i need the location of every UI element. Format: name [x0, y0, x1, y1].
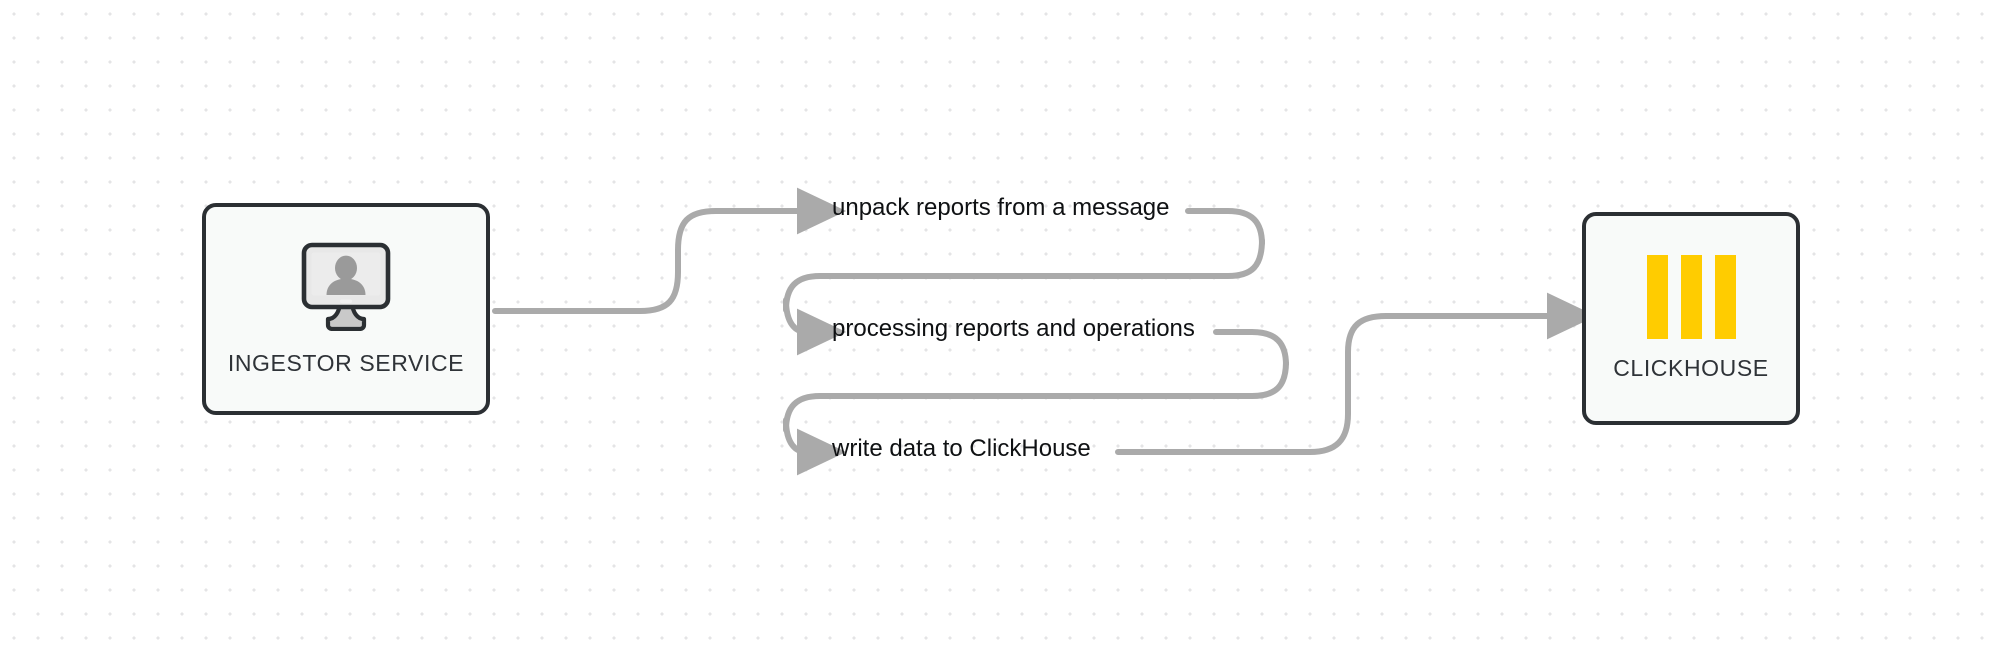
node-label-ingestor-service: INGESTOR SERVICE — [227, 350, 465, 376]
edge-label-write-data: write data to ClickHouse — [832, 435, 1091, 462]
edge-path-ingestor-to-unpack — [492, 187, 847, 314]
node-label-clickhouse: CLICKHOUSE — [1613, 355, 1769, 381]
clickhouse-logo-icon — [1646, 255, 1736, 339]
clickhouse-bar-1 — [1646, 255, 1668, 339]
edge-path-unpack-to-process — [783, 208, 1265, 356]
edge-label-processing: processing reports and operations — [832, 315, 1195, 342]
edge-label-unpack: unpack reports from a message — [832, 194, 1170, 221]
clickhouse-bar-2 — [1680, 255, 1702, 339]
monitor-user-icon — [297, 241, 395, 336]
node-clickhouse[interactable]: CLICKHOUSE — [1582, 212, 1800, 425]
clickhouse-bar-3 — [1714, 255, 1736, 339]
node-ingestor-service[interactable]: INGESTOR SERVICE — [202, 203, 490, 415]
edge-path-process-to-write — [783, 329, 1289, 476]
edge-path-write-to-clickhouse — [1115, 292, 1597, 455]
